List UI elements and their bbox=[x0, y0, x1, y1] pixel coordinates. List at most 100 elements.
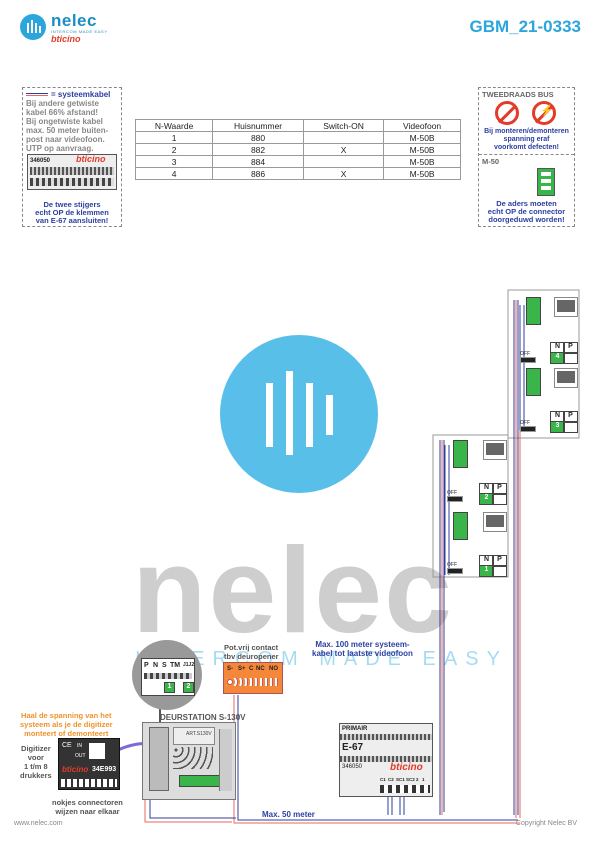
n-value: 3 bbox=[550, 421, 565, 433]
e67-mini-terminals bbox=[30, 178, 114, 186]
cable-note-line: Bij andere getwiste bbox=[26, 99, 99, 108]
watermark-logo-icon bbox=[220, 335, 378, 493]
e67-unit: PRIMAIR E-67 346050 bticino C1 C2 SC1 SC… bbox=[339, 723, 433, 797]
doorstation-side bbox=[219, 729, 232, 791]
p-label: P bbox=[492, 555, 507, 567]
n-value: 4 bbox=[550, 352, 565, 364]
e67-screws bbox=[380, 785, 430, 793]
p-label: P bbox=[563, 342, 578, 354]
e67-caption-line: echt OP de klemmen bbox=[35, 208, 109, 217]
conn-num-2: 2 bbox=[183, 682, 194, 693]
relay-title-line: tbv deuropener bbox=[224, 652, 279, 661]
e67-wires bbox=[387, 795, 405, 815]
footer-website: www.nelec.com bbox=[14, 820, 63, 827]
max100-label: Max. 100 meter systeem- kabel tot laatst… bbox=[312, 640, 413, 658]
digitizer-terminals bbox=[61, 779, 117, 787]
monitor-connector-icon bbox=[526, 368, 541, 396]
bticino-logo: bticino bbox=[51, 34, 81, 44]
conn-label-n: N bbox=[153, 662, 159, 669]
m50-note-line: doorgeduwd worden! bbox=[488, 215, 565, 224]
digitizer-module: CE IN OUT bticino 34E993 bbox=[58, 738, 120, 790]
n-value: 1 bbox=[479, 565, 494, 577]
cable-note-line: max. 50 meter buiten- bbox=[26, 126, 109, 135]
riser-wire-right-red bbox=[515, 300, 521, 818]
digitizer-side-label: Digitizer voor 1 t/m 8 drukkers bbox=[20, 744, 52, 780]
e67-mini-brand: bticino bbox=[76, 154, 106, 164]
brand-name: nelec bbox=[51, 11, 97, 30]
max100-line: kabel tot laatste videofoon bbox=[312, 649, 413, 658]
conn-label-j: J1J2 bbox=[183, 662, 195, 668]
p-label: P bbox=[563, 411, 578, 423]
conn-label-s: S bbox=[162, 662, 167, 669]
dip-switch-icon bbox=[447, 568, 463, 574]
doorstation-title: DEURSTATION S-130V bbox=[160, 713, 246, 722]
bottom-line: nokjes connectoren bbox=[52, 798, 123, 807]
m50-note-text: De aders moeten echt OP de connector doo… bbox=[479, 200, 574, 224]
cable-note-line: UTP op aanvraag. bbox=[26, 144, 94, 153]
monitor-connector-icon bbox=[526, 297, 541, 325]
e67-terminal: SC2 bbox=[406, 777, 415, 782]
document-id: GBM_21-0333 bbox=[469, 17, 581, 36]
e67-mini-drawing: 346050 bticino bbox=[27, 154, 117, 190]
m50-note-line: De aders moeten bbox=[496, 199, 557, 208]
brand-tagline: INTERCOM MADE EASY bbox=[51, 29, 108, 34]
relay-terminal: C bbox=[249, 666, 254, 672]
bus-note-title: TWEEDRAADS BUS bbox=[482, 90, 554, 99]
nelec-logo-icon bbox=[20, 14, 46, 40]
digitizer-brand: bticino bbox=[62, 765, 89, 774]
videophone-icon bbox=[554, 297, 578, 317]
riser-wire-left bbox=[439, 440, 450, 815]
digitizer-in: IN bbox=[77, 743, 82, 749]
side-line: Digitizer bbox=[21, 744, 51, 753]
e67-brand: bticino bbox=[390, 762, 423, 773]
side-line: drukkers bbox=[20, 771, 52, 780]
relay-terminal: NO bbox=[269, 666, 278, 672]
relay-terminal: S- bbox=[227, 666, 233, 672]
connector-zoom: P N S TM J1J2 1 2 bbox=[132, 640, 202, 710]
p-value bbox=[492, 493, 507, 505]
digitizer-out: OUT bbox=[75, 753, 86, 759]
doorstation-speaker bbox=[149, 727, 169, 791]
table-cell: 4 bbox=[134, 167, 214, 180]
relay-module: S- S+ C NC NO bbox=[223, 662, 283, 694]
e67-terminal: C2 bbox=[388, 777, 394, 782]
digitizer-bottom-note: nokjes connectoren wijzen naar elkaar bbox=[52, 798, 123, 816]
conn-label-tm: TM bbox=[170, 662, 181, 669]
p-value bbox=[563, 421, 578, 433]
doorstation-label-plate: ART.S130V bbox=[173, 727, 215, 745]
e67-top-terminals bbox=[340, 734, 432, 740]
side-line: 1 t/m 8 bbox=[23, 762, 48, 771]
cable-line-icon bbox=[26, 93, 48, 96]
relay-title: Pot.vrij contact tbv deuropener bbox=[224, 643, 279, 661]
dip-switch-icon bbox=[447, 496, 463, 502]
p-label: P bbox=[492, 483, 507, 495]
relay-title-line: Pot.vrij contact bbox=[224, 643, 279, 652]
bus-note-line: voorkomt defecten! bbox=[494, 144, 559, 151]
e67-bottom-terminals: C1 C2 SC1 SC2 2 1 bbox=[380, 777, 427, 782]
warning-line: systeem als je de digitizer bbox=[20, 720, 113, 729]
monitor-connector-icon bbox=[453, 512, 468, 540]
table-cell: X bbox=[302, 167, 385, 180]
riser-panel-left bbox=[432, 434, 509, 578]
no-voltage-icon: ⚡ bbox=[532, 101, 556, 125]
e67-terminal: 2 bbox=[416, 777, 419, 782]
e67-vents bbox=[340, 756, 432, 762]
e67-caption-line: van E-67 aansluiten! bbox=[35, 216, 109, 225]
address-table: N-Waarde Huisnummer Switch-ON Videofoon … bbox=[134, 119, 461, 180]
digitizer-port-icon bbox=[89, 743, 105, 759]
doorstation-connector bbox=[179, 775, 221, 787]
e67-title: E-67 bbox=[342, 742, 364, 753]
conn-num-1: 1 bbox=[164, 682, 175, 693]
e67-mini-vents bbox=[30, 167, 114, 175]
bus-note-line: spanning eraf bbox=[503, 136, 550, 143]
digitizer-code: 34E993 bbox=[92, 766, 117, 773]
m50-note-title: M-50 bbox=[482, 157, 500, 166]
relay-screws bbox=[226, 678, 280, 686]
doorstation-model: ART.S130V bbox=[186, 731, 212, 737]
no-plug-icon bbox=[495, 101, 519, 125]
footer-copyright: Copyright Nelec BV bbox=[515, 820, 577, 827]
videophone-icon bbox=[483, 440, 507, 460]
conn-label-p: P bbox=[144, 662, 149, 669]
note-left: = systeemkabel Bij andere getwiste kabel… bbox=[22, 87, 122, 227]
